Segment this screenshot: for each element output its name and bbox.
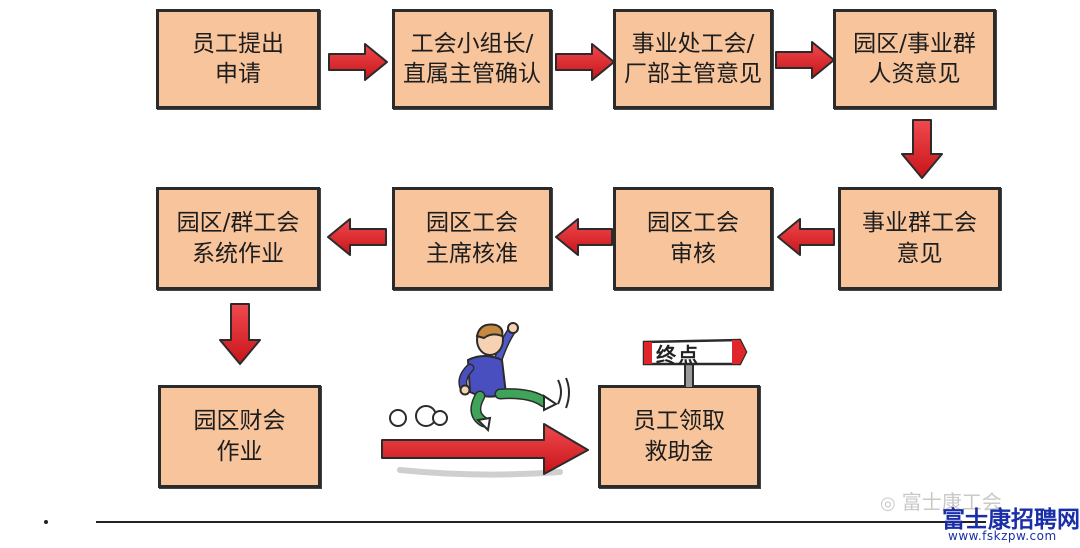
step-group-leader-confirm: 工会小组长/ 直属主管确认 <box>392 9 552 109</box>
step-label: 事业处工会/ 厂部主管意见 <box>624 30 762 87</box>
arrow-right-icon <box>774 40 836 80</box>
bottom-dot <box>44 520 48 524</box>
step-receive-aid: 员工领取 救助金 <box>598 385 760 488</box>
finish-sign-icon <box>640 336 750 388</box>
watermark-text: 富士康工会 <box>901 490 1002 514</box>
step-label: 员工领取 救助金 <box>633 408 725 465</box>
step-finance-operation: 园区财会 作业 <box>158 385 321 488</box>
step-group-union-opinion: 事业群工会 意见 <box>838 187 1001 290</box>
step-label: 园区工会 审核 <box>647 210 739 267</box>
bottom-divider <box>96 521 986 523</box>
step-label: 工会小组长/ 直属主管确认 <box>403 30 541 87</box>
step-employee-apply: 员工提出 申请 <box>156 9 320 109</box>
arrow-down-icon <box>900 118 944 180</box>
arrow-left-icon <box>326 217 388 257</box>
arrow-right-icon <box>327 42 389 82</box>
brand-url: www.fskzpw.com <box>948 529 1057 543</box>
step-label: 员工提出 申请 <box>192 30 284 87</box>
step-label: 园区财会 作业 <box>193 408 286 465</box>
step-label: 事业群工会 意见 <box>862 210 977 267</box>
step-label: 园区工会 主席核准 <box>426 210 518 267</box>
arrow-left-icon <box>554 217 614 257</box>
step-union-chair-approve: 园区工会 主席核准 <box>392 187 552 290</box>
arrow-down-icon <box>218 302 262 366</box>
wechat-icon: ◎ <box>880 493 896 514</box>
running-man-icon <box>440 322 580 432</box>
step-hr-opinion: 园区/事业群 人资意见 <box>833 9 996 109</box>
finish-sign-text: 终点 <box>656 343 700 367</box>
step-label: 园区/群工会 系统作业 <box>176 210 300 267</box>
watermark: ◎富士康工会 <box>880 486 1002 515</box>
step-label: 园区/事业群 人资意见 <box>853 30 976 87</box>
step-system-operation: 园区/群工会 系统作业 <box>156 187 320 290</box>
long-arrow-right-icon <box>380 418 594 478</box>
dust-puff-icon <box>386 400 452 434</box>
step-division-union-opinion: 事业处工会/ 厂部主管意见 <box>613 9 773 109</box>
brand-name: 富士康招聘网 <box>942 507 1080 533</box>
arrow-right-icon <box>554 42 616 82</box>
step-park-union-review: 园区工会 审核 <box>613 187 773 290</box>
arrow-left-icon <box>776 217 836 257</box>
